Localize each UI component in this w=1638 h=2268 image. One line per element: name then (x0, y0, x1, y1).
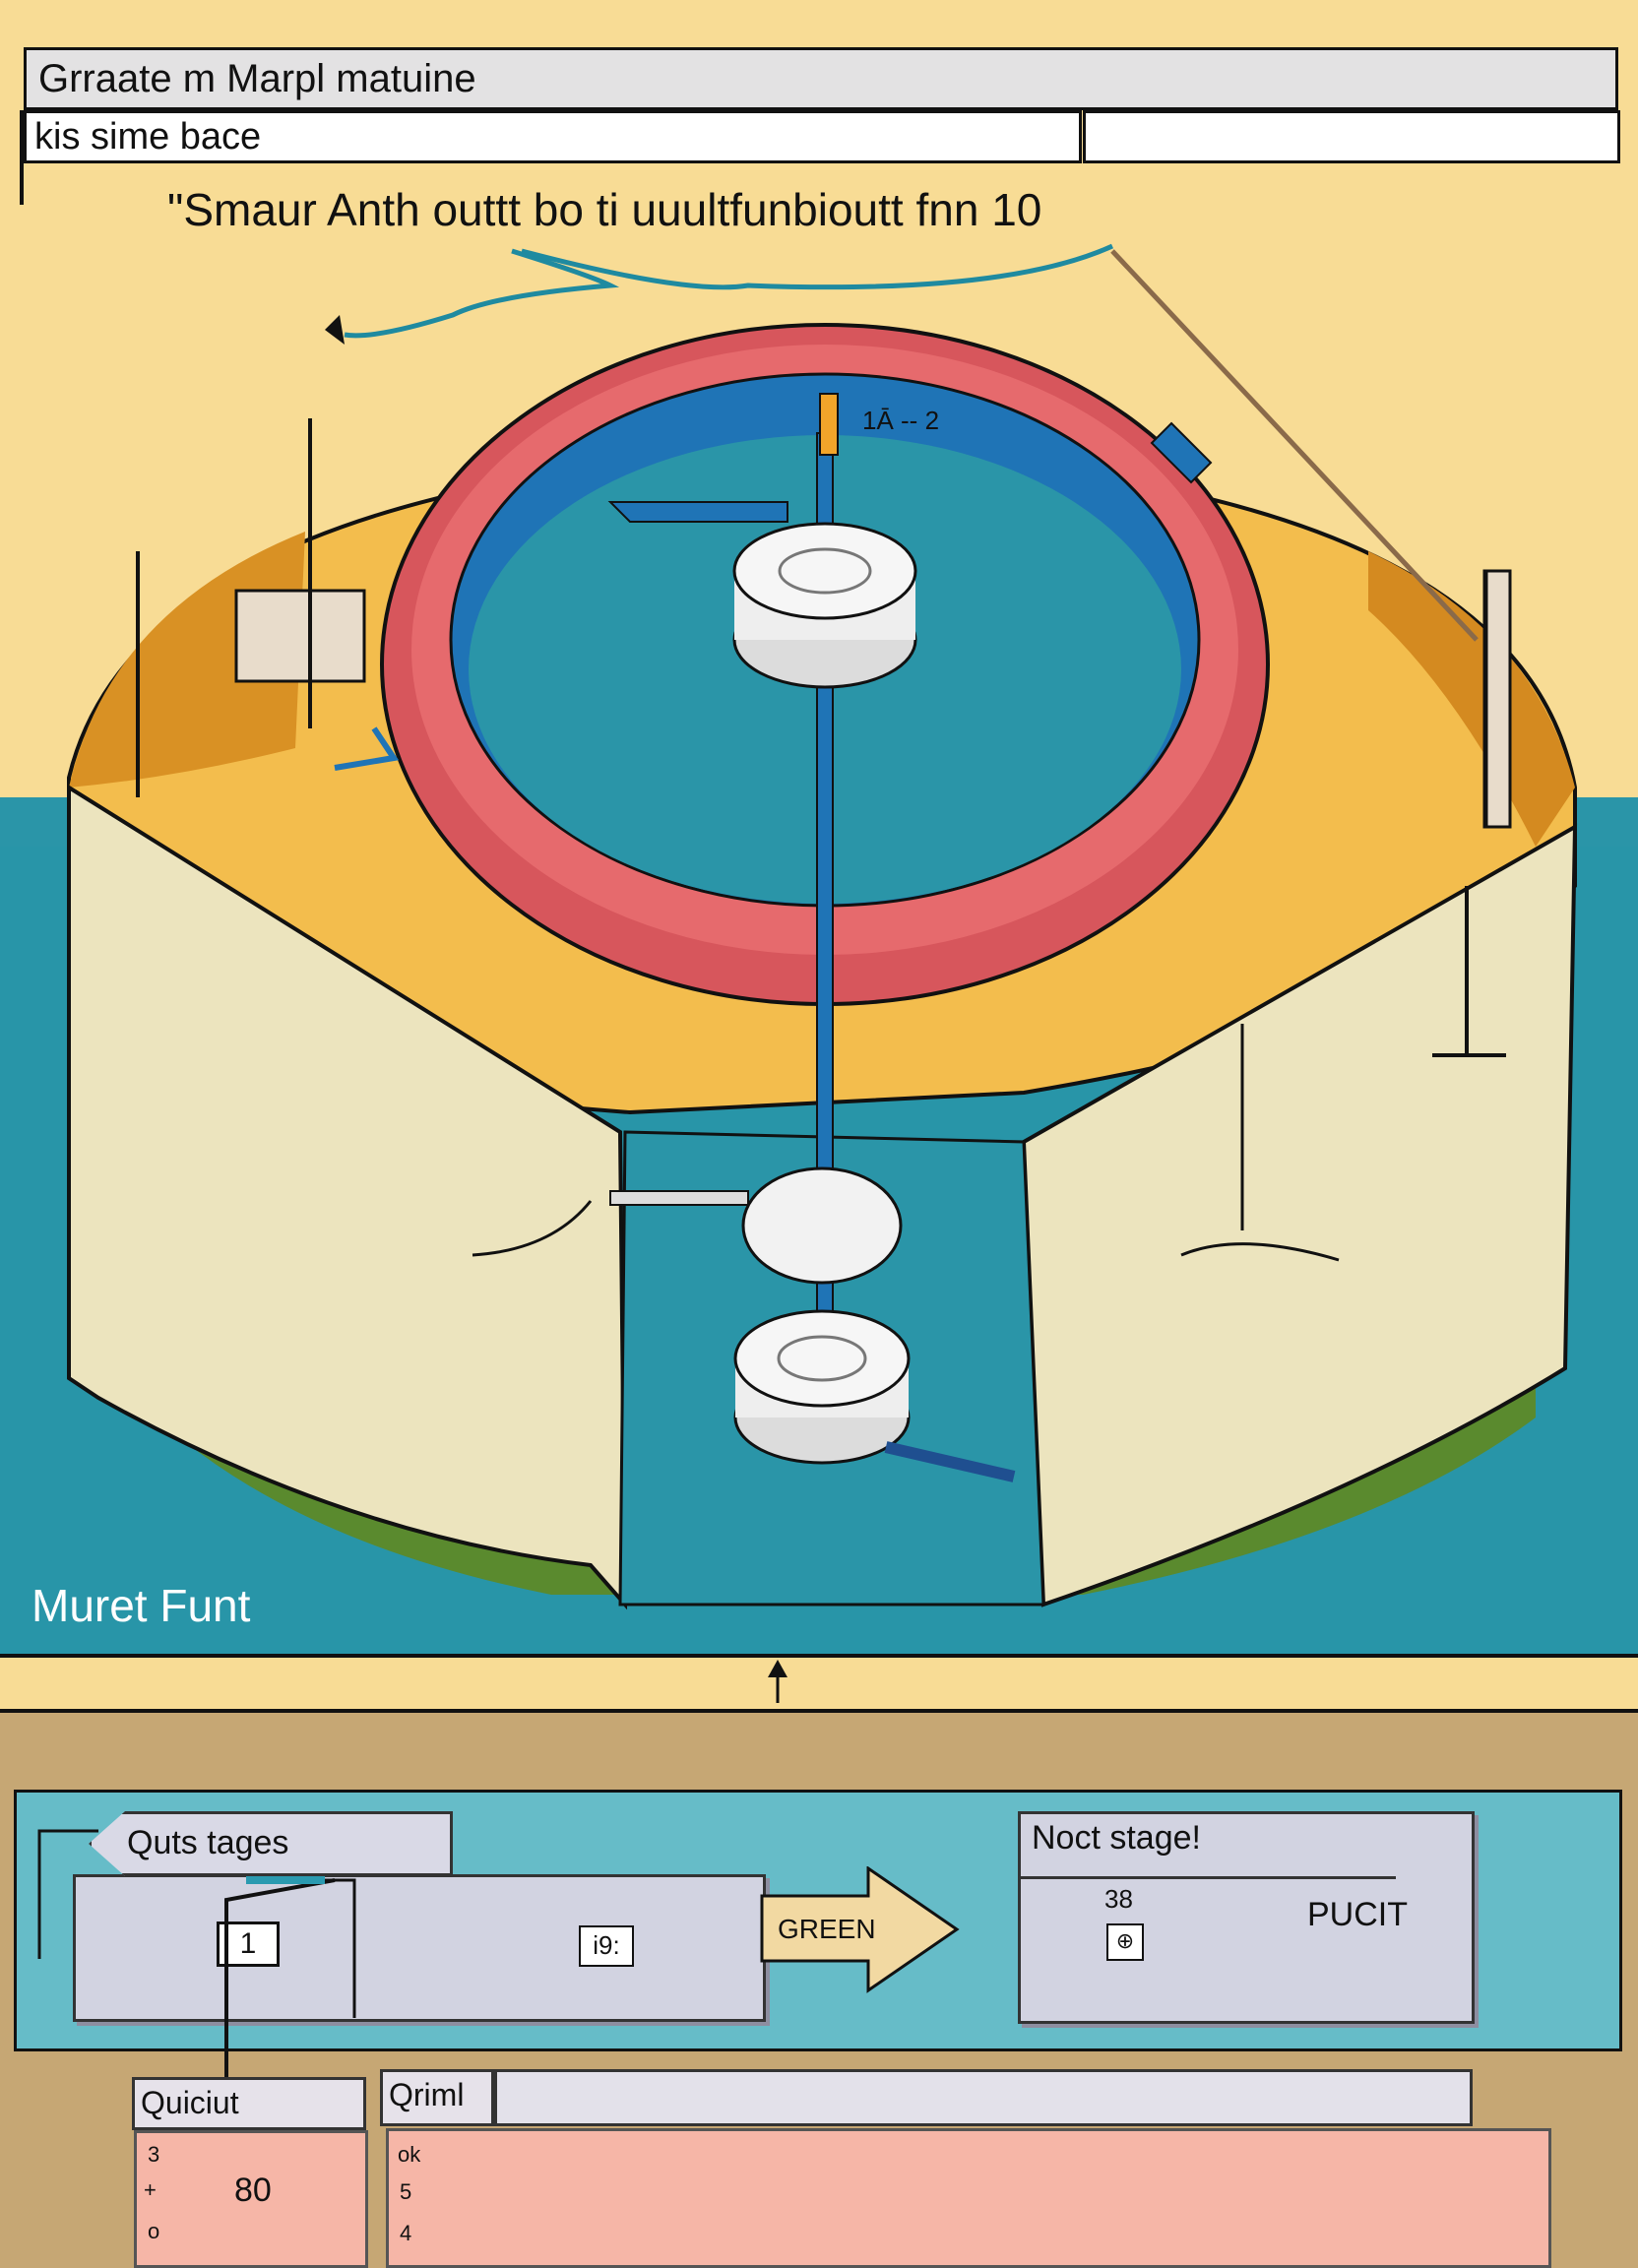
up-arrow-icon (768, 1660, 788, 1703)
next-arrow-icon (760, 1866, 960, 1993)
next-stage-box[interactable]: ⊕ (1106, 1923, 1144, 1961)
right-pole (1482, 569, 1512, 829)
pump-bottom-cap (733, 1309, 911, 1408)
next-arrow-label: GREEN (778, 1914, 876, 1944)
middle-disc (741, 1166, 903, 1285)
wall-right (1021, 823, 1578, 1607)
arrow-left (472, 1200, 593, 1257)
output-right-row-1: ok (398, 2142, 421, 2167)
output-right-tabbar (494, 2069, 1473, 2126)
wall-left (67, 784, 628, 1610)
output-right-body (386, 2128, 1551, 2268)
left-wire (334, 726, 400, 771)
next-stage-value-b: PUCIT (1307, 1896, 1408, 1933)
drum-shadow-right (1368, 551, 1575, 847)
pump-marker-right (1150, 421, 1213, 484)
pump-bottom-swirl (777, 1335, 867, 1382)
wiring-lines (37, 1829, 356, 2077)
output-left-row-1: 3 (148, 2142, 160, 2167)
next-stage-title: Noct stage! (1032, 1819, 1201, 1857)
ring-marker (819, 393, 839, 456)
pipe-left (609, 1190, 749, 1206)
divider-strip (0, 1654, 1638, 1713)
ring-label: 1Ā -‑ 2 (862, 406, 940, 435)
cable-arrow (325, 315, 345, 345)
outlet-pipe (884, 1441, 1016, 1482)
output-left-body (134, 2130, 368, 2268)
next-stage-card[interactable] (1018, 1811, 1475, 2024)
pump-top-swirl (778, 547, 872, 595)
current-stage-tab[interactable]: Quts tages (89, 1811, 453, 1876)
subtitle-field[interactable]: kis sime bace (24, 110, 1082, 163)
window-title: Grraate m Marpl matuine (24, 47, 1618, 110)
rope-right (1110, 249, 1479, 642)
output-right-tab[interactable]: Qriml (380, 2069, 494, 2126)
output-left-value: 80 (234, 2172, 272, 2209)
cable-main (521, 243, 1114, 290)
output-left-row-3: o (148, 2219, 160, 2243)
output-left-row-2: + (144, 2177, 157, 2202)
output-left-tab[interactable]: Quiciut (132, 2077, 366, 2130)
diagram-annotation: "Smaur Anth outtt bo ti uuultfunbioutt f… (167, 184, 1042, 235)
cable (344, 248, 620, 339)
pipe-top (607, 501, 788, 523)
water-tank-illustration (0, 243, 1638, 1654)
current-stage-box-left[interactable]: 1 (217, 1922, 280, 1967)
header-rule (20, 110, 24, 205)
output-right-row-3: 4 (400, 2221, 412, 2245)
subtitle-field-secondary[interactable] (1083, 110, 1620, 163)
output-right-row-2: 5 (400, 2179, 412, 2204)
pump-top-cap (732, 522, 917, 620)
current-stage-box-right[interactable]: i9: (579, 1925, 634, 1967)
arrow-right (1180, 1242, 1340, 1262)
next-stage-value-a: 38 (1104, 1884, 1133, 1914)
next-stage-rule (1018, 1876, 1396, 1879)
control-box (234, 589, 366, 683)
scene-label: Muret Funt (32, 1580, 251, 1631)
